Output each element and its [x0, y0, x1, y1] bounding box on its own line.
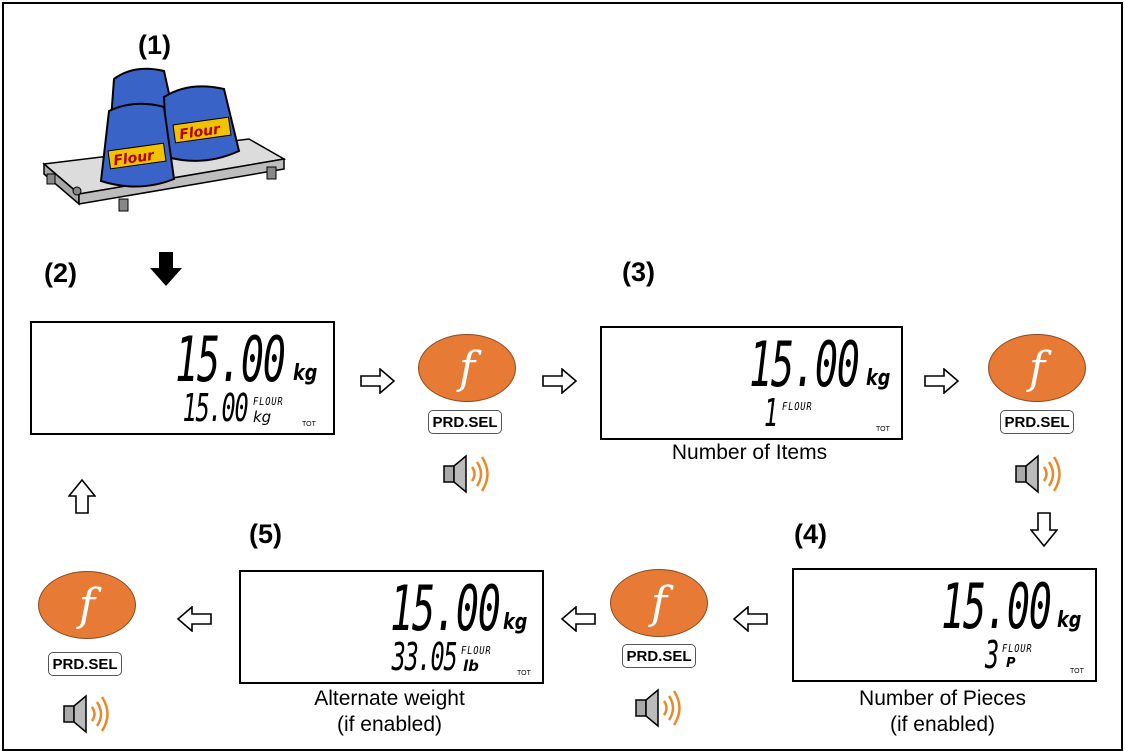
secondary-unit: lb: [463, 657, 479, 675]
arrow-up-outline-icon: [68, 478, 96, 514]
f-key-button[interactable]: f: [988, 334, 1086, 402]
step-label-1: (1): [138, 30, 171, 60]
step-label-2: (2): [44, 258, 77, 288]
speaker-icon: [63, 694, 109, 734]
arrow-right-outline-icon: [924, 368, 960, 394]
prd-sel-button[interactable]: PRD.SEL: [428, 410, 502, 434]
prd-sel-button[interactable]: PRD.SEL: [1000, 410, 1074, 434]
speaker-icon: [1015, 454, 1061, 494]
arrow-left-outline-icon: [176, 606, 212, 632]
main-unit: kg: [503, 610, 528, 635]
caption-alternate-weight: Alternate weight (if enabled): [314, 687, 465, 736]
main-weight: 15.00: [749, 328, 860, 401]
main-unit: kg: [293, 361, 318, 386]
product-name: FLOUR: [253, 395, 284, 408]
step-label-5: (5): [249, 519, 282, 549]
arrow-down-outline-icon: [1030, 512, 1058, 548]
f-key-button[interactable]: f: [418, 334, 516, 402]
prd-sel-button[interactable]: PRD.SEL: [48, 652, 122, 676]
caption-number-of-items: Number of Items: [671, 441, 828, 464]
piece-count: 3: [985, 633, 999, 677]
display-5: 15.00 kg 33.05 FLOUR lb TOT: [239, 570, 544, 684]
secondary-unit: P: [1006, 656, 1016, 671]
step-label-4: (4): [794, 519, 827, 549]
arrow-right-outline-icon: [542, 368, 578, 394]
arrow-down-solid-icon: [150, 252, 182, 286]
step-label-3: (3): [622, 257, 655, 287]
main-weight: 15.00: [175, 323, 286, 396]
caption-number-of-pieces: Number of Pieces (if enabled): [859, 687, 1026, 736]
speaker-icon: [635, 688, 681, 728]
display-3: 15.00 kg 1 FLOUR TOT: [600, 326, 903, 440]
arrow-left-outline-icon: [560, 606, 596, 632]
main-weight: 15.00: [390, 572, 501, 645]
secondary-unit: kg: [253, 408, 272, 426]
svg-text:Flour: Flour: [112, 148, 156, 170]
main-unit: kg: [1057, 608, 1082, 633]
main-weight: 15.00: [941, 570, 1052, 643]
f-key-button[interactable]: f: [610, 569, 708, 637]
arrow-right-outline-icon: [360, 368, 396, 394]
prd-sel-button[interactable]: PRD.SEL: [622, 644, 696, 668]
tot-indicator: TOT: [302, 421, 316, 428]
tot-indicator: TOT: [876, 426, 890, 433]
svg-text:Flour: Flour: [178, 121, 222, 143]
alternate-weight: 33.05: [391, 635, 457, 679]
f-key-button[interactable]: f: [38, 571, 136, 639]
scale-with-flour-bags-illustration: Flour Flour: [42, 67, 287, 212]
product-name: FLOUR: [782, 400, 813, 413]
display-2: 15.00 kg 15.00 FLOUR kg TOT: [30, 321, 335, 435]
product-name: FLOUR: [461, 644, 492, 657]
display-4: 15.00 kg 3 FLOUR P TOT: [792, 568, 1097, 682]
tot-indicator: TOT: [1070, 668, 1084, 675]
main-unit: kg: [866, 366, 891, 391]
secondary-weight: 15.00: [182, 386, 248, 430]
speaker-icon: [443, 454, 489, 494]
arrow-left-outline-icon: [732, 606, 768, 632]
item-count: 1: [764, 391, 778, 435]
tot-indicator: TOT: [517, 670, 531, 677]
product-name: FLOUR: [1002, 642, 1033, 655]
